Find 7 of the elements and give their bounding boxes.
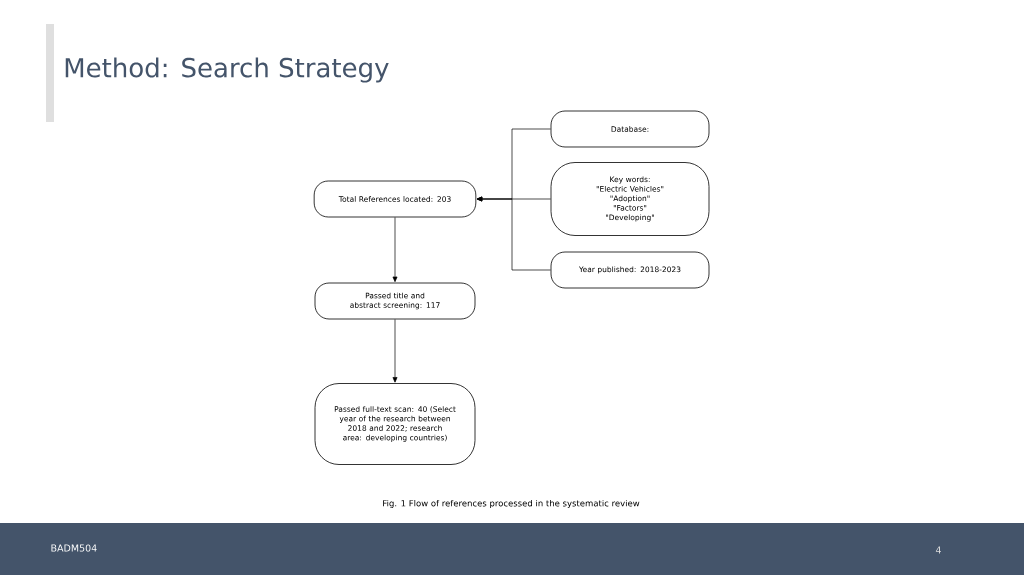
- arrow: [476, 196, 551, 271]
- arrow: [392, 217, 398, 283]
- arrow: [392, 319, 398, 383]
- footer-text: BADM504: [51, 544, 97, 552]
- slide-title: Method: Search Strategy: [65, 57, 389, 83]
- figure-caption: Fig. 1 Flow of references processed in the systematic review: [383, 499, 640, 509]
- page-number: 4: [935, 546, 941, 554]
